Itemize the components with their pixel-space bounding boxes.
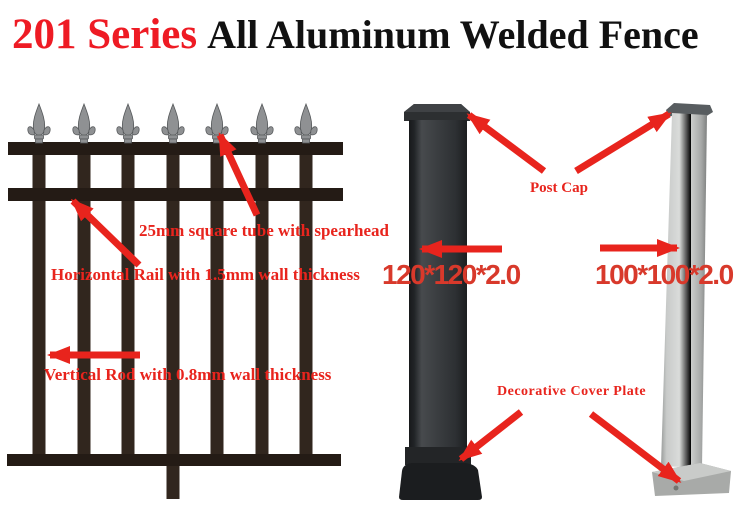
silver-post [652, 103, 731, 496]
post-cap-label: Post Cap [530, 180, 588, 196]
spearhead-icon [294, 103, 318, 144]
cover-plate-label: Decorative Cover Plate [497, 384, 647, 399]
vertical-rods [32, 143, 313, 499]
title-series-text: 201 Series [12, 11, 198, 58]
vertical-rod [299, 143, 313, 466]
spearhead-icon [72, 103, 96, 144]
bottom-rail [7, 454, 341, 466]
annotation-arrows [47, 111, 682, 484]
spearhead-label: 25mm square tube with spearhead [139, 221, 389, 240]
middle-rail [8, 188, 343, 201]
vertical-rod [121, 143, 135, 466]
arrow-cover-plate-right [588, 411, 682, 484]
spearhead-icon [250, 103, 274, 144]
arrow-post-cap-right [574, 111, 672, 174]
page-title: 201 Series All Aluminum Welded Fence [12, 10, 699, 59]
spearheads [27, 103, 318, 144]
spearhead-icon [27, 103, 51, 144]
top-rail [8, 142, 343, 155]
black-post-cap-top [404, 104, 470, 112]
black-post-flare [405, 447, 471, 465]
arrow-horizontal-rail [70, 198, 142, 268]
silver-post-body [661, 113, 707, 468]
base-screw-icon [673, 485, 679, 491]
horizontal-rail-label: Horizontal Rail with 1.5mm wall thicknes… [51, 265, 360, 284]
vertical-rod-label: Vertical Rod with 0.8mm wall thickness [44, 365, 332, 384]
vertical-rod [77, 143, 91, 466]
black-post-base [399, 463, 482, 500]
vertical-rod [32, 143, 46, 466]
fence-panel [7, 103, 343, 499]
vertical-rod-center [166, 143, 180, 499]
arrow-spearhead [216, 132, 261, 217]
spearhead-icon [161, 103, 185, 144]
vertical-rod [255, 143, 269, 466]
spearhead-icon [116, 103, 140, 144]
arrow-cover-plate-left [458, 409, 524, 462]
title-product-text: All Aluminum Welded Fence [207, 12, 699, 57]
black-post [399, 104, 482, 500]
black-post-size-label: 120*120*2.0 [382, 259, 521, 290]
vertical-rod [210, 143, 224, 466]
black-post-body [409, 120, 467, 452]
arrow-post-cap-left [466, 112, 547, 174]
silver-post-size-label: 100*100*2.0 [595, 259, 734, 290]
